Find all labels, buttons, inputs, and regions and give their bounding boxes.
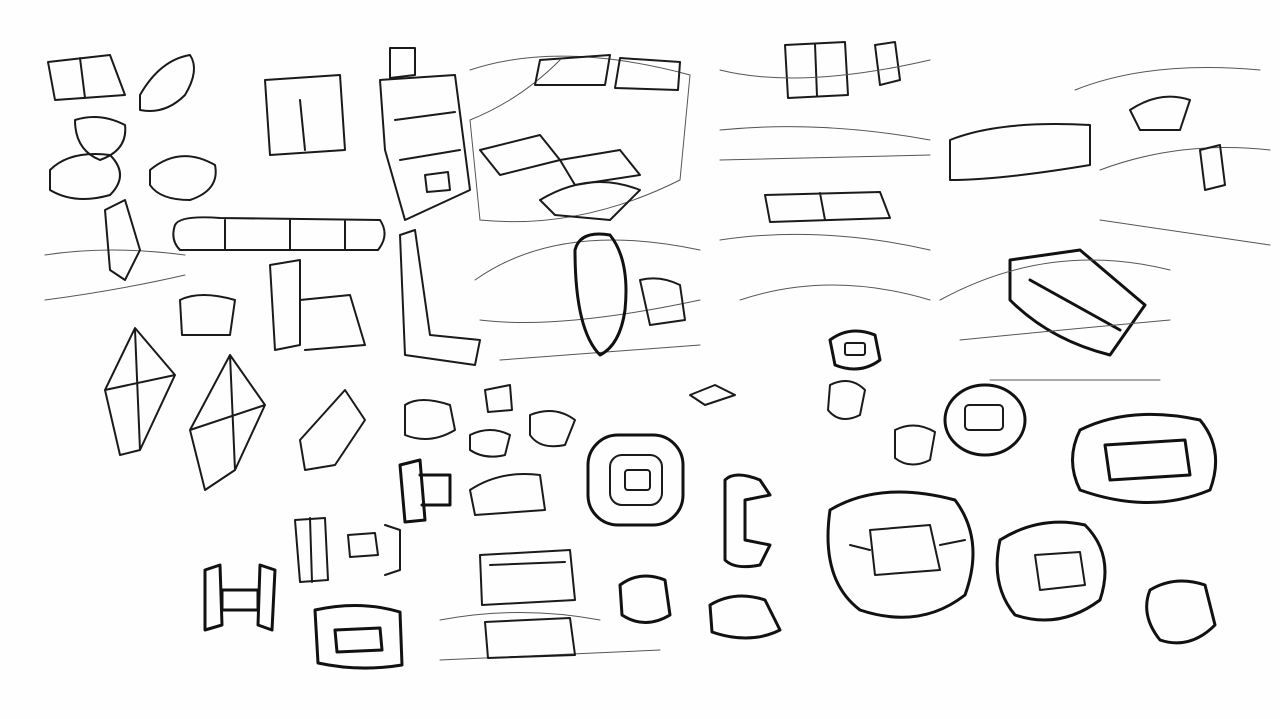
- faceted-seat-sketches: [104, 327, 366, 491]
- seat-sketch-group-top-left: [47, 54, 217, 201]
- sofa-row-sketch: [172, 216, 481, 366]
- dashboard-sketches-right-upper: [719, 41, 1271, 381]
- bench-seat-sketch: [264, 47, 471, 221]
- steering-wheel-sketches: [203, 329, 1218, 670]
- cabin-interior-sketch-top: [469, 54, 691, 223]
- left-long-panel-sketch: [44, 199, 186, 301]
- racing-seat-sketch: [474, 232, 736, 406]
